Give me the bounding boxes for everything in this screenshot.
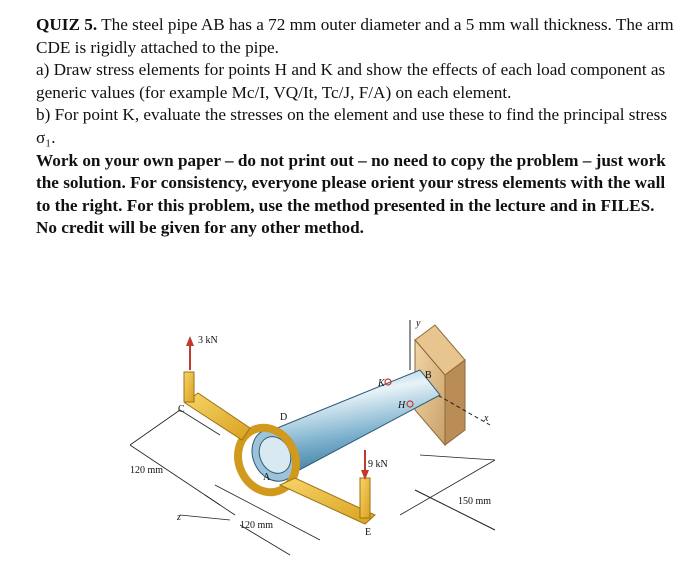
pipe-diagram: y x 3 kN 9 kN [129, 318, 496, 556]
force-3kn-label: 3 kN [198, 335, 218, 346]
label-k: K [377, 378, 386, 389]
dim-bottom-label: 120 mm [240, 520, 273, 531]
axis-lines [409, 320, 496, 531]
label-c: C [178, 404, 185, 415]
dim-left-label: 120 mm [130, 465, 163, 476]
point-k-marker [384, 378, 392, 386]
pipe-figure: y x 3 kN 9 kN [120, 300, 590, 580]
force-9kn-arrow [361, 450, 369, 480]
dim-right-label: 150 mm [458, 496, 491, 507]
point-h-marker [406, 400, 414, 408]
label-h: H [397, 400, 406, 411]
axis-x-label: x [483, 413, 489, 424]
label-e: E [365, 527, 371, 538]
axis-z-label: z [176, 512, 181, 523]
dimension-lines [129, 409, 496, 556]
part-a-text: a) Draw stress elements for points H and… [36, 60, 666, 102]
arm-collar [234, 423, 300, 497]
axis-y-label: y [415, 318, 421, 329]
intro-text: The steel pipe AB has a 72 mm outer diam… [36, 15, 674, 57]
force-9kn-label: 9 kN [368, 459, 388, 470]
arm-lower-e [278, 477, 376, 525]
part-b-text: b) For point K, evaluate the stresses on… [36, 105, 668, 147]
force-3kn-arrow [186, 336, 194, 370]
label-d: D [280, 412, 287, 423]
problem-intro: QUIZ 5. The steel pipe AB has a 72 mm ou… [36, 14, 676, 59]
quiz-title: QUIZ 5. [36, 15, 98, 34]
instructions-text: Work on your own paper – do not print ou… [36, 150, 666, 238]
arm-upper-cd [183, 371, 251, 441]
label-a: A [263, 472, 271, 483]
problem-text: QUIZ 5. The steel pipe AB has a 72 mm ou… [36, 14, 676, 240]
label-b: B [425, 370, 432, 381]
